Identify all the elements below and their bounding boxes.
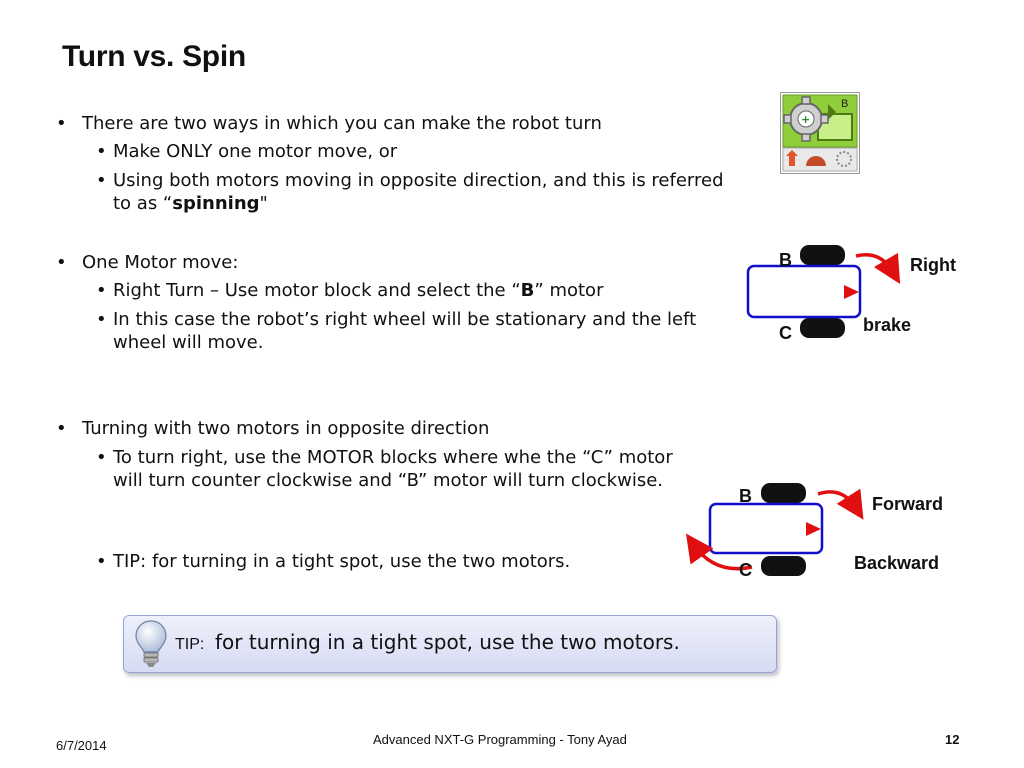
bullet-marker: • xyxy=(96,170,107,191)
bullet-marker: • xyxy=(56,113,67,134)
wheel-bottom xyxy=(800,318,845,338)
bullet-marker: • xyxy=(96,309,107,330)
footer-title: Advanced NXT-G Programming - Tony Ayad xyxy=(373,732,627,747)
backward-label: Backward xyxy=(854,553,940,573)
wheel-label-c: C xyxy=(739,560,752,580)
bullet-marker: • xyxy=(56,418,67,439)
bullet-text: To turn right, use the MOTOR blocks wher… xyxy=(113,447,673,491)
bullet-text: One Motor move: xyxy=(82,252,239,273)
direction-marker xyxy=(844,285,859,299)
port-letter: B xyxy=(841,98,848,110)
wheel-bottom xyxy=(761,556,806,576)
bullet-marker: • xyxy=(56,252,67,273)
lightbulb-icon xyxy=(135,620,167,667)
robot-body xyxy=(746,264,862,319)
text-run: Right Turn – Use motor block and select … xyxy=(113,280,521,301)
bullet-text: Turning with two motors in opposite dire… xyxy=(82,418,490,439)
forward-arrow xyxy=(817,488,864,520)
slide-title: Turn vs. Spin xyxy=(62,40,246,73)
wheel-label-c: C xyxy=(779,323,792,343)
bullet-text: TIP: for turning in a tight spot, use th… xyxy=(113,551,571,572)
tip-lead: TIP: xyxy=(175,636,205,653)
text-run: " xyxy=(259,193,268,214)
bold-term: B xyxy=(520,280,535,301)
bold-term: spinning xyxy=(172,193,260,214)
robot-body xyxy=(708,502,824,555)
wheel-top xyxy=(761,483,806,503)
nxt-motor-block-icon: + B xyxy=(780,92,860,174)
turn-arrow xyxy=(855,252,901,285)
tip-callout: TIP: for turning in a tight spot, use th… xyxy=(123,615,777,673)
wheel-label-b: B xyxy=(779,250,792,270)
text-run: Using both motors moving in opposite dir… xyxy=(113,170,724,214)
gear-icon: + xyxy=(783,96,829,142)
svg-text:+: + xyxy=(801,113,810,126)
bullet-marker: • xyxy=(96,280,107,301)
bullet-marker: • xyxy=(96,551,107,572)
brake-label: brake xyxy=(863,315,912,335)
footer-date: 6/7/2014 xyxy=(56,738,107,753)
bullet-marker: • xyxy=(96,141,107,162)
bullet-text: There are two ways in which you can make… xyxy=(82,113,602,134)
bullet-marker: • xyxy=(96,447,107,468)
forward-label: Forward xyxy=(872,494,944,514)
wheel-top xyxy=(800,245,845,265)
bullet-text: Make ONLY one motor move, or xyxy=(113,141,398,162)
bullet-text: Using both motors moving in opposite dir… xyxy=(113,169,733,215)
bullet-text: Right Turn – Use motor block and select … xyxy=(113,279,733,302)
turn-label-right: Right xyxy=(910,255,956,275)
bullet-text: In this case the robot’s right wheel wil… xyxy=(113,309,697,353)
wheel-label-b: B xyxy=(739,486,752,506)
tip-text: for turning in a tight spot, use the two… xyxy=(215,630,680,654)
page-number: 12 xyxy=(945,732,960,747)
direction-marker xyxy=(806,522,821,536)
text-run: ” motor xyxy=(534,280,604,301)
